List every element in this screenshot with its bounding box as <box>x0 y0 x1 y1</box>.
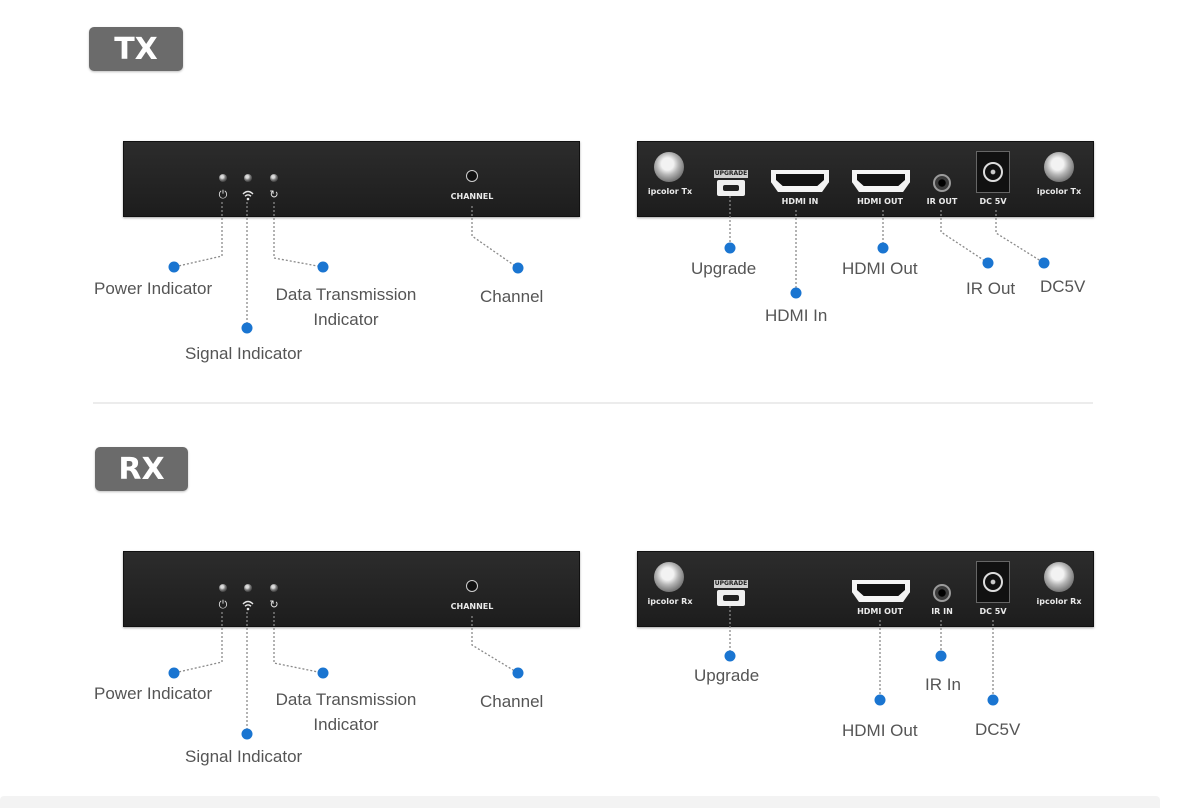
rx-label-data: Data Transmission Indicator <box>268 687 424 737</box>
rx-hdmi-out-port <box>852 580 910 602</box>
rx-antenna-right-text: ipcolor Rx <box>1036 597 1082 606</box>
tx-label-dc: DC5V <box>1040 277 1086 296</box>
callout-dot <box>168 667 180 679</box>
rx-upgrade-port-text: UPGRADE <box>714 580 748 588</box>
rx-label-data-line1: Data Transmission <box>275 690 417 709</box>
power-icon: ⏻ <box>218 599 228 611</box>
callout-dot <box>877 242 889 254</box>
tx-antenna-left <box>654 152 684 182</box>
tx-ir-out-text: IR OUT <box>926 197 958 206</box>
tx-hdmi-out-port <box>852 170 910 192</box>
rx-badge: RX <box>95 447 188 491</box>
tx-label-data-line1: Data Transmission <box>275 285 417 304</box>
rx-label-power: Power Indicator <box>94 684 213 703</box>
tx-dc-text: DC 5V <box>979 197 1007 206</box>
rx-dc-port <box>976 561 1010 603</box>
tx-data-led <box>270 174 278 182</box>
wifi-signal-icon <box>241 190 255 204</box>
footer-bar <box>0 796 1160 808</box>
tx-label-data: Data Transmission Indicator <box>268 282 424 332</box>
callout-dot <box>790 287 802 299</box>
circle-arrow-icon: ↻ <box>269 189 279 201</box>
callout-dot <box>168 261 180 273</box>
tx-signal-led <box>244 174 252 182</box>
callout-dot <box>724 650 736 662</box>
circle-arrow-icon: ↻ <box>269 599 279 611</box>
tx-label-ir-out: IR Out <box>966 279 1016 298</box>
tx-label-channel: Channel <box>480 287 544 306</box>
rx-data-led <box>270 584 278 592</box>
tx-label-hdmi-out: HDMI Out <box>842 259 918 278</box>
rx-label-data-line2: Indicator <box>313 715 379 734</box>
rx-power-led <box>219 584 227 592</box>
callout-dot <box>241 322 253 334</box>
rx-antenna-left-text: ipcolor Rx <box>647 597 693 606</box>
callout-dot <box>982 257 994 269</box>
tx-antenna-left-text: ipcolor Tx <box>647 187 693 196</box>
tx-power-led <box>219 174 227 182</box>
rx-label-upgrade: Upgrade <box>694 666 760 685</box>
callout-dot <box>987 694 999 706</box>
callout-dot <box>317 667 329 679</box>
rx-upgrade-port: UPGRADE <box>714 580 748 608</box>
rx-ir-in-jack <box>933 584 951 602</box>
rx-antenna-right <box>1044 562 1074 592</box>
tx-channel-button[interactable] <box>466 170 478 182</box>
rx-label-dc: DC5V <box>975 720 1021 739</box>
tx-upgrade-port: UPGRADE <box>714 170 748 198</box>
rx-label-hdmi-out: HDMI Out <box>842 721 918 740</box>
tx-dc-port <box>976 151 1010 193</box>
callout-dot <box>874 694 886 706</box>
tx-front-panel: ⏻ ↻ CHANNEL <box>123 141 580 217</box>
power-icon: ⏻ <box>218 189 228 201</box>
tx-ir-out-jack <box>933 174 951 192</box>
tx-hdmi-in-port <box>771 170 829 192</box>
rx-dc-text: DC 5V <box>979 607 1007 616</box>
tx-rear-panel: ipcolor Tx UPGRADE HDMI IN HDMI OUT IR O… <box>637 141 1094 217</box>
rx-hdmi-out-text: HDMI OUT <box>857 607 903 616</box>
rx-rear-panel: ipcolor Rx UPGRADE HDMI OUT IR IN DC 5V … <box>637 551 1094 627</box>
tx-label-power: Power Indicator <box>94 279 213 298</box>
callout-dot <box>512 262 524 274</box>
tx-label-signal: Signal Indicator <box>185 344 303 363</box>
rx-front-panel: ⏻ ↻ CHANNEL <box>123 551 580 627</box>
callout-dot <box>935 650 947 662</box>
tx-antenna-right-text: ipcolor Tx <box>1036 187 1082 196</box>
rx-ir-in-text: IR IN <box>931 607 953 616</box>
tx-hdmi-in-text: HDMI IN <box>781 197 819 206</box>
rx-label-channel: Channel <box>480 692 544 711</box>
tx-hdmi-out-text: HDMI OUT <box>857 197 903 206</box>
rx-antenna-left <box>654 562 684 592</box>
callout-dot <box>317 261 329 273</box>
tx-badge: TX <box>89 27 183 71</box>
tx-channel-text: CHANNEL <box>450 192 494 201</box>
tx-upgrade-port-text: UPGRADE <box>714 170 748 178</box>
tx-label-data-line2: Indicator <box>313 310 379 329</box>
tx-label-upgrade: Upgrade <box>691 259 757 278</box>
tx-label-hdmi-in: HDMI In <box>765 306 828 325</box>
rx-signal-led <box>244 584 252 592</box>
tx-antenna-right <box>1044 152 1074 182</box>
callout-dot <box>1038 257 1050 269</box>
rx-channel-button[interactable] <box>466 580 478 592</box>
rx-label-ir-in: IR In <box>925 675 961 694</box>
callout-dot <box>512 667 524 679</box>
callout-dot <box>241 728 253 740</box>
section-divider <box>93 402 1093 404</box>
callout-dot <box>724 242 736 254</box>
rx-channel-text: CHANNEL <box>450 602 494 611</box>
rx-label-signal: Signal Indicator <box>185 747 303 766</box>
wifi-signal-icon <box>241 600 255 614</box>
